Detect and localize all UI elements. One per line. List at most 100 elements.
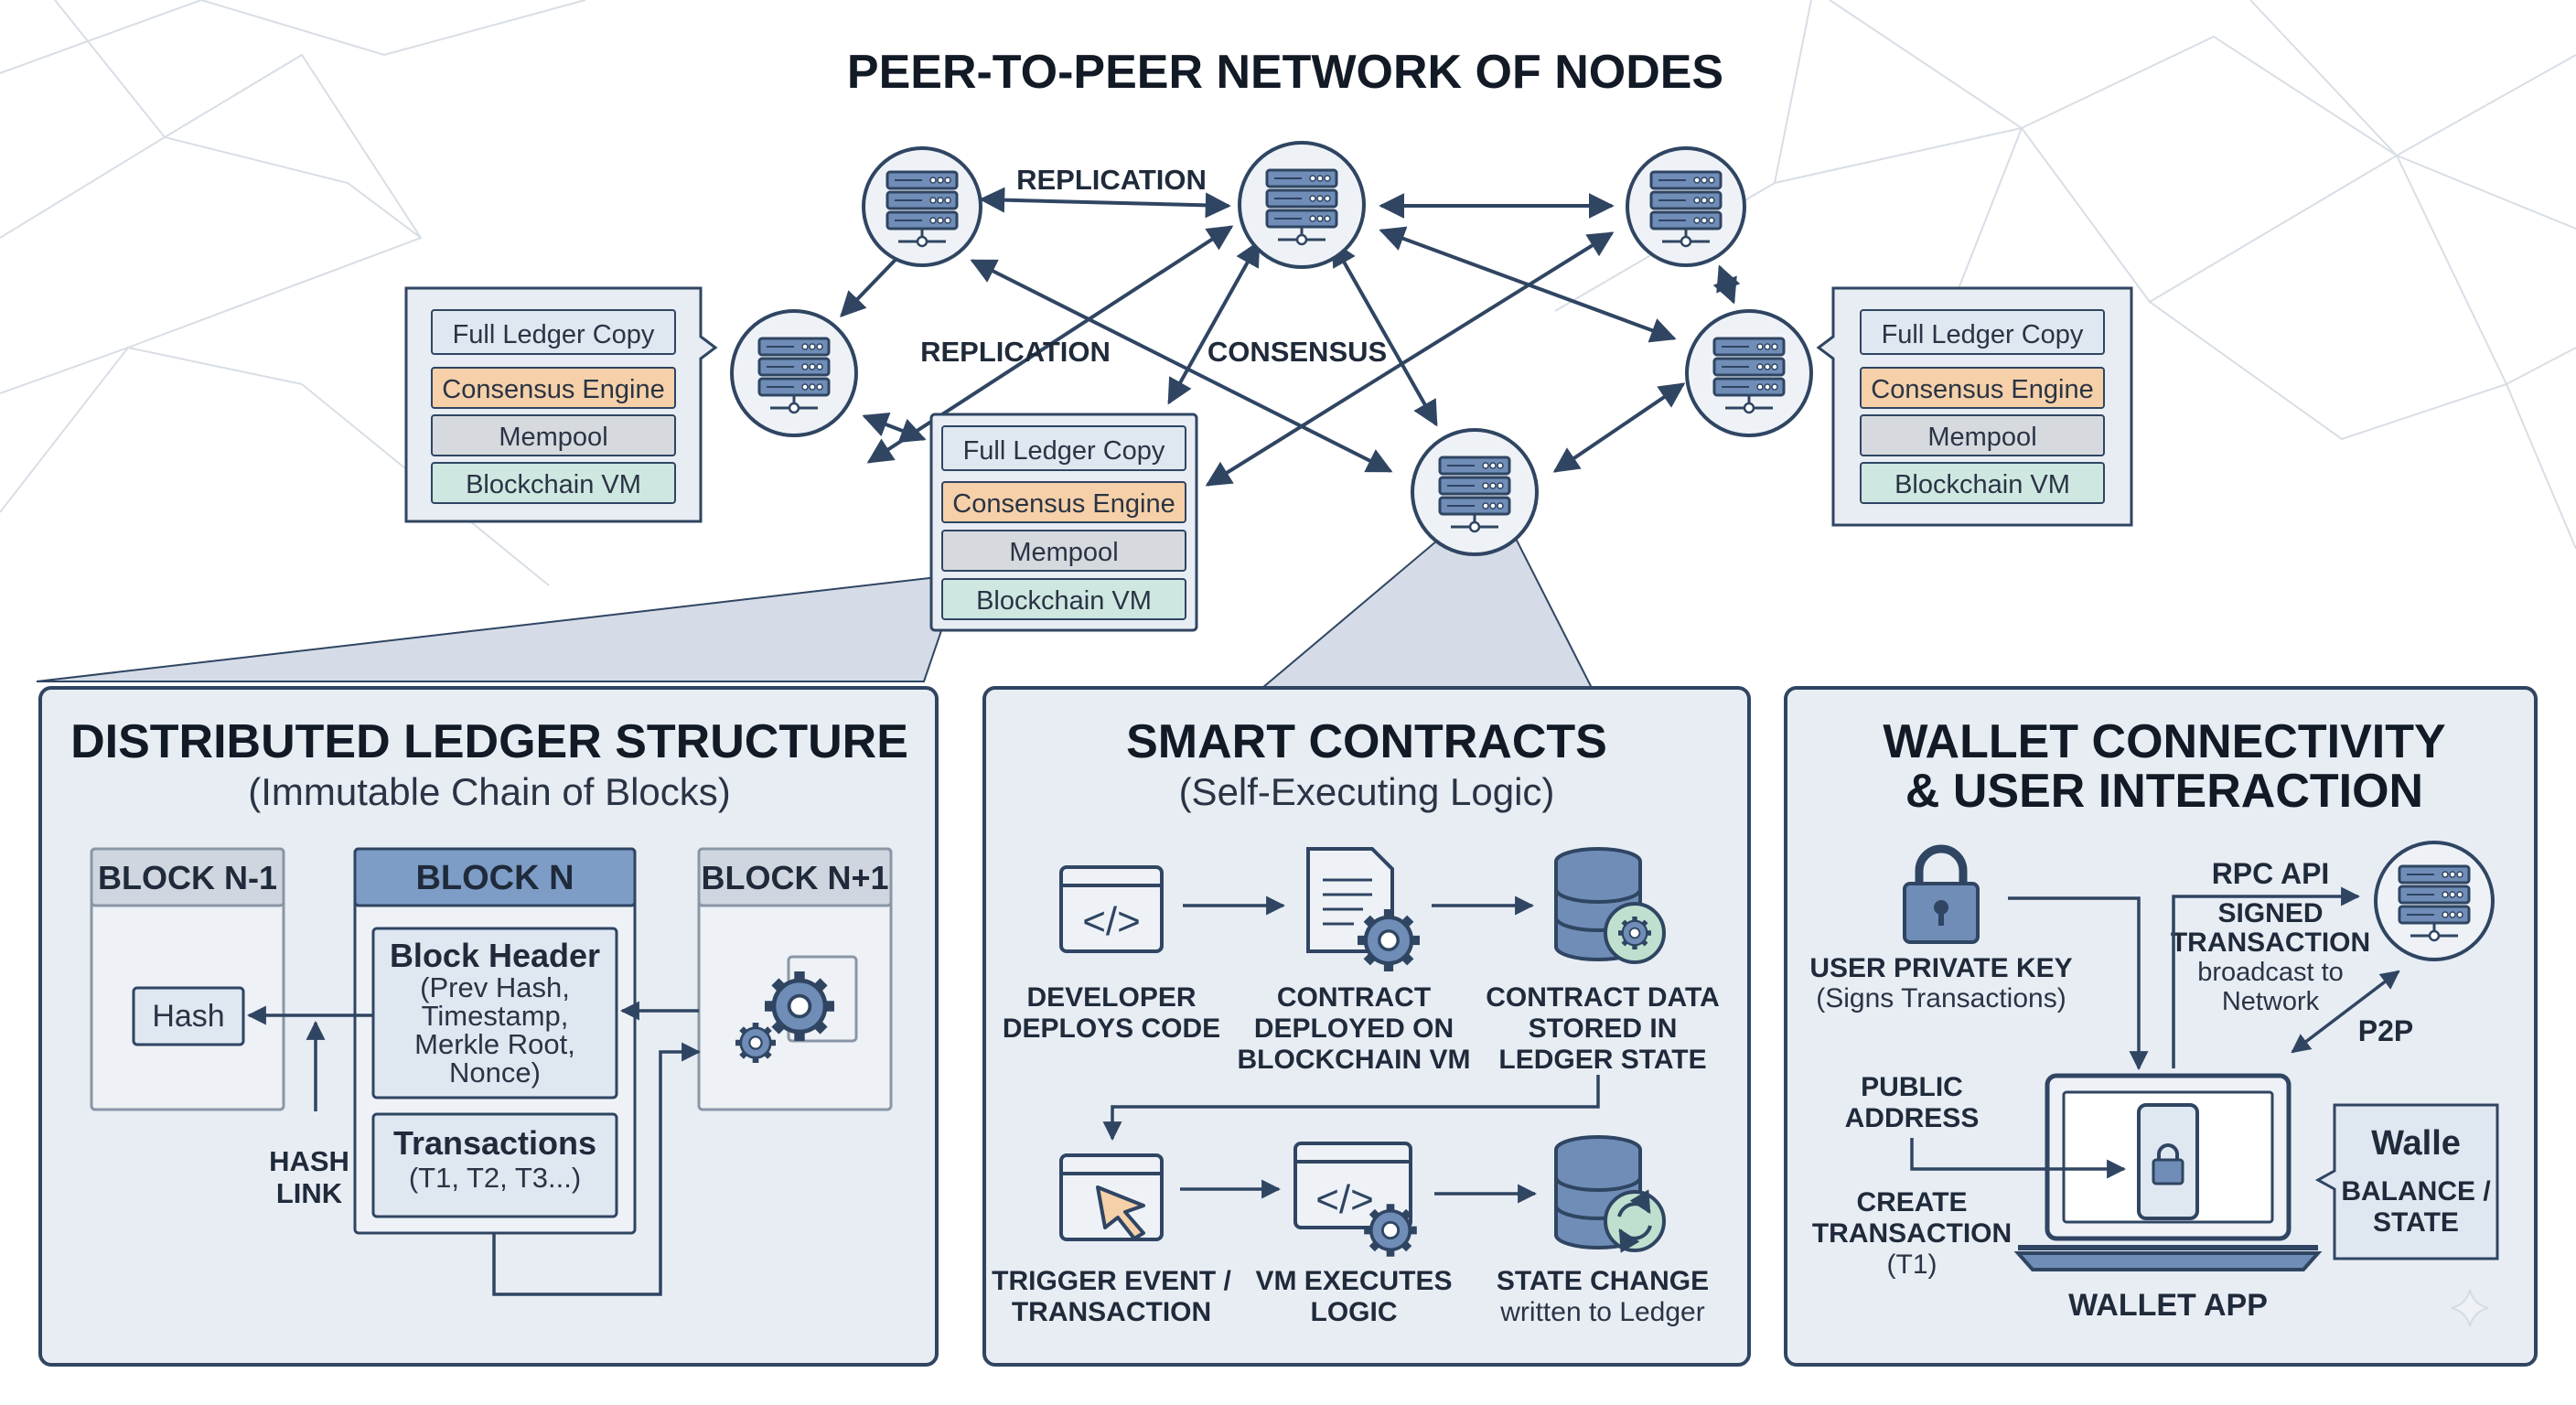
- step-trigger-line-1: TRIGGER EVENT /: [992, 1266, 1231, 1296]
- block-header-line-4: Nonce): [449, 1056, 541, 1089]
- wallet-panel-title-line-2: & USER INTERACTION: [1905, 765, 2423, 818]
- consensus-engine-label: Consensus Engine: [442, 375, 664, 404]
- wallet-app-label: WALLET APP: [2068, 1288, 2268, 1323]
- transactions-title: Transactions: [393, 1124, 596, 1162]
- wallet-panel-title-line-1: WALLET CONNECTIVITY: [1883, 715, 2445, 768]
- hash-link-label-2: LINK: [276, 1177, 343, 1209]
- create-transaction-line-1: CREATE: [1856, 1187, 1967, 1217]
- step-stored-line-1: CONTRACT DATA: [1486, 982, 1720, 1013]
- step-deployed-line-2: DEPLOYED ON: [1254, 1014, 1454, 1044]
- public-address-line-2: ADDRESS: [1845, 1103, 1980, 1133]
- node-top-left[interactable]: [862, 146, 982, 267]
- hash-link-label-1: HASH: [269, 1145, 349, 1177]
- transactions-detail: (T1, T2, T3...): [409, 1162, 581, 1194]
- node-stack-center: Full Ledger Copy Consensus Engine Mempoo…: [929, 413, 1198, 632]
- wallet-flow-arrows: [1910, 886, 2400, 1179]
- callout-line-2: STATE: [2373, 1207, 2459, 1238]
- signed-transaction-line-1: SIGNED: [2217, 898, 2323, 928]
- private-key-title: USER PRIVATE KEY: [1809, 953, 2072, 983]
- step-stored-line-2: STORED IN: [1529, 1014, 1678, 1044]
- block-header-line-2: Timestamp,: [422, 1000, 569, 1032]
- full-ledger-copy-label: Full Ledger Copy: [963, 436, 1165, 466]
- step-developer-line-1: DEVELOPER: [1026, 982, 1196, 1013]
- rpc-node[interactable]: [2374, 841, 2495, 961]
- database-refresh-icon: [1554, 1135, 1666, 1253]
- ledger-panel-title: DISTRIBUTED LEDGER STRUCTURE: [70, 715, 908, 768]
- callout-line-1: BALANCE /: [2341, 1176, 2491, 1207]
- step-trigger-line-2: TRANSACTION: [1012, 1297, 1211, 1327]
- p2p-label: P2P: [2358, 1014, 2413, 1047]
- block-header-line-3: Merkle Root,: [414, 1028, 575, 1060]
- node-stack-left: Full Ledger Copy Consensus Engine Mempoo…: [404, 286, 718, 523]
- ledger-links: [246, 1001, 702, 1296]
- network-title: PEER-TO-PEER NETWORK OF NODES: [847, 46, 1723, 99]
- consensus-engine-label: Consensus Engine: [1871, 375, 2093, 404]
- block-n-minus-1[interactable]: BLOCK N-1 Hash: [90, 847, 285, 1111]
- consensus-engine-label: Consensus Engine: [952, 489, 1175, 519]
- block-header-title: Block Header: [390, 937, 600, 974]
- private-key-sub: (Signs Transactions): [1816, 983, 2066, 1014]
- block-n-title: BLOCK N: [415, 859, 574, 897]
- node-right[interactable]: [1685, 309, 1813, 437]
- database-gear-icon: [1554, 847, 1666, 964]
- node-left[interactable]: [730, 309, 858, 437]
- full-ledger-copy-label: Full Ledger Copy: [1882, 320, 2084, 349]
- rpc-api-label: RPC API: [2212, 857, 2330, 890]
- full-ledger-copy-label: Full Ledger Copy: [453, 320, 655, 349]
- step-stored-line-3: LEDGER STATE: [1498, 1045, 1706, 1075]
- broadcast-line-1: broadcast to: [2197, 958, 2344, 987]
- node-lower-center[interactable]: [1411, 428, 1539, 556]
- code-window-icon: </>: [1059, 865, 1164, 953]
- blockchain-vm-label: Blockchain VM: [466, 470, 641, 499]
- ledger-zoom-callout: [36, 573, 962, 682]
- document-gear-icon: [1306, 847, 1420, 971]
- ledger-panel: DISTRIBUTED LEDGER STRUCTURE (Immutable …: [38, 686, 939, 1367]
- step-developer-line-2: DEPLOYS CODE: [1003, 1014, 1220, 1044]
- step-state-change: STATE CHANGE: [1497, 1266, 1709, 1296]
- broadcast-line-2: Network: [2222, 987, 2320, 1016]
- mempool-label: Mempool: [499, 423, 607, 452]
- mempool-label: Mempool: [1009, 538, 1118, 567]
- step-executes-line-1: VM EXECUTES: [1255, 1266, 1452, 1296]
- block-n-plus-1-title: BLOCK N+1: [701, 859, 888, 896]
- callout-title: Walle: [2371, 1124, 2461, 1163]
- node-top-right[interactable]: [1626, 146, 1746, 267]
- step-state-change-sub: written to Ledger: [1499, 1297, 1704, 1327]
- wallet-panel: WALLET CONNECTIVITY & USER INTERACTION U…: [1784, 686, 2538, 1367]
- signed-transaction-line-2: TRANSACTION: [2171, 928, 2370, 958]
- phone-icon: [2137, 1103, 2199, 1220]
- step-deployed-line-3: BLOCKCHAIN VM: [1238, 1045, 1471, 1075]
- svg-text:</>: </>: [1315, 1177, 1374, 1222]
- replication-label-top: REPLICATION: [1016, 164, 1207, 196]
- gears-document-icon: [735, 955, 858, 1063]
- sparkle-icon: [2451, 1289, 2489, 1327]
- contracts-panel: SMART CONTRACTS (Self-Executing Logic) <…: [982, 686, 1751, 1367]
- contracts-panel-subtitle: (Self-Executing Logic): [1179, 770, 1555, 813]
- contract-flow-arrows: [1102, 896, 1600, 1204]
- network-connections: [840, 187, 1741, 487]
- block-n-plus-1[interactable]: BLOCK N+1: [697, 847, 893, 1111]
- create-transaction-line-2: TRANSACTION: [1812, 1218, 2012, 1249]
- public-address-line-1: PUBLIC: [1861, 1072, 1963, 1102]
- balance-callout: Walle BALANCE / STATE: [2314, 1103, 2499, 1260]
- blockchain-vm-label: Blockchain VM: [1894, 470, 2070, 499]
- consensus-label: CONSENSUS: [1208, 336, 1387, 368]
- block-n[interactable]: BLOCK N Block Header (Prev Hash, Timesta…: [353, 847, 637, 1235]
- step-executes-line-2: LOGIC: [1311, 1297, 1398, 1327]
- cursor-window-icon: [1059, 1153, 1164, 1241]
- contracts-zoom-callout: [1260, 525, 1594, 689]
- svg-text:</>: </>: [1082, 899, 1141, 944]
- node-stack-right: Full Ledger Copy Consensus Engine Mempoo…: [1816, 286, 2133, 527]
- replication-label-mid: REPLICATION: [920, 336, 1111, 368]
- ledger-panel-subtitle: (Immutable Chain of Blocks): [248, 770, 731, 813]
- block-n-minus-1-title: BLOCK N-1: [98, 859, 277, 896]
- mempool-label: Mempool: [1927, 423, 2036, 452]
- node-top-center[interactable]: [1238, 141, 1366, 269]
- code-gear-icon: </>: [1293, 1142, 1417, 1257]
- step-deployed-line-1: CONTRACT: [1277, 982, 1431, 1013]
- block-header-line-1: (Prev Hash,: [420, 971, 570, 1003]
- padlock-icon: [1903, 844, 1980, 944]
- hash-label: Hash: [152, 999, 224, 1034]
- blockchain-vm-label: Blockchain VM: [976, 586, 1152, 616]
